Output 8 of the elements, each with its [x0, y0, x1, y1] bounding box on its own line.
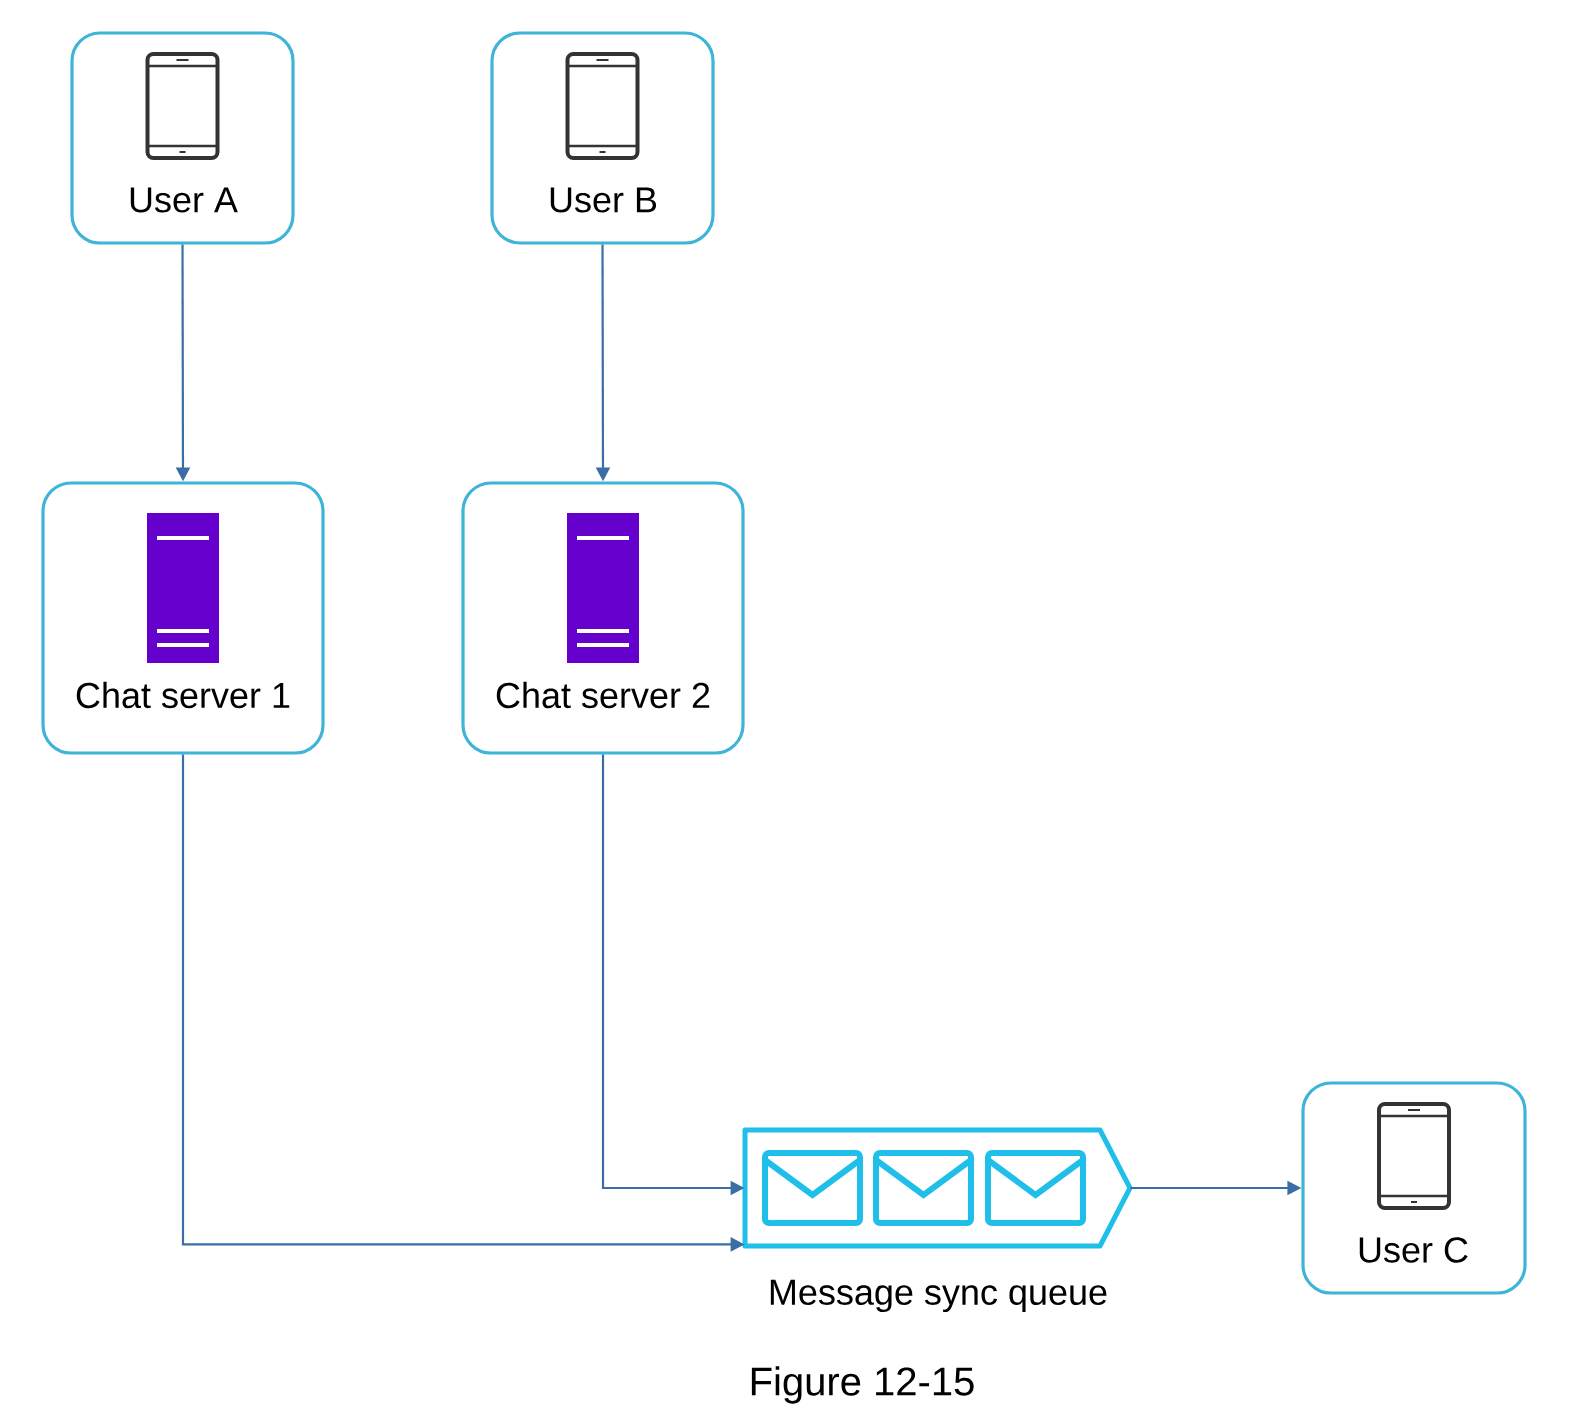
device-box: User C: [1301, 1081, 1527, 1295]
node-label: Message sync queue: [770, 1279, 1107, 1313]
server-box: Chat server 2: [461, 481, 745, 755]
figure-caption: Figure 12-15: [751, 1366, 974, 1404]
message-queue: Message sync queue: [742, 1127, 1133, 1313]
server-box: Chat server 1: [41, 481, 325, 755]
device-box: User B: [490, 31, 715, 245]
device-box: User A: [70, 31, 295, 245]
